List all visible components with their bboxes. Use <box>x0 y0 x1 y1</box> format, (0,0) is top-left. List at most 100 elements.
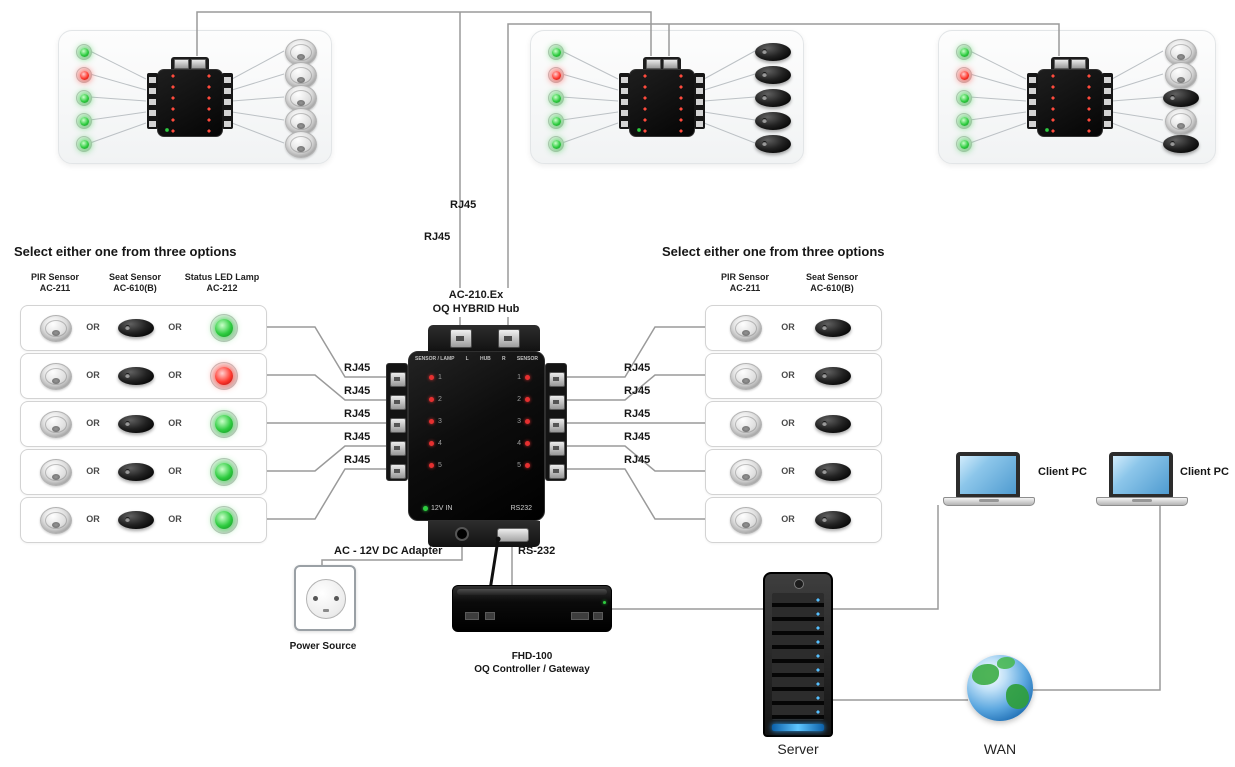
rj45-port-icon <box>174 59 189 69</box>
server-label: Server <box>777 741 819 757</box>
hub-cluster-panel-1 <box>58 30 332 164</box>
left-option-row-4: OR OR <box>20 449 267 495</box>
or-label: OR <box>781 418 795 428</box>
port-icon <box>465 612 479 620</box>
hub-rs232-port-label: RS232 <box>510 505 532 512</box>
client-pc-1-label: Client PC <box>1038 466 1087 478</box>
mini-hub-right-ports <box>222 73 233 129</box>
or-label: OR <box>168 370 182 380</box>
channel-led-icon <box>429 463 434 468</box>
rj45-port-icon <box>549 372 565 387</box>
port-icon <box>485 612 495 620</box>
rj45-port-icon <box>549 441 565 456</box>
mini-hub-left-ports <box>1027 73 1038 129</box>
rj45-label: RJ45 <box>624 362 651 374</box>
status-led <box>76 44 92 60</box>
column-header-pir: PIR Sensor AC-211 <box>30 272 79 294</box>
sensor-device <box>285 84 317 112</box>
channel-led-icon <box>525 397 530 402</box>
hub-cluster-panel-3 <box>938 30 1216 164</box>
column-header-seat: Seat Sensor AC-610(B) <box>805 272 859 294</box>
channel-led-icon <box>525 375 530 380</box>
or-label: OR <box>86 418 100 428</box>
laptop-base-icon <box>1096 497 1188 506</box>
channel-number: 4 <box>438 440 442 447</box>
mini-hub-device <box>619 57 705 137</box>
rj45-port-icon <box>191 59 206 69</box>
status-led <box>956 67 972 83</box>
hub-uplink-ports <box>428 325 540 351</box>
status-led <box>956 113 972 129</box>
right-option-row-3: OR <box>705 401 882 447</box>
or-label: OR <box>168 514 182 524</box>
column-header-led: Status LED Lamp AC-212 <box>184 272 260 294</box>
rj45-port-icon <box>1054 59 1069 69</box>
rj45-port-icon <box>390 464 406 479</box>
power-led-icon <box>603 601 606 604</box>
seat-sensor <box>815 511 851 529</box>
server-power-button <box>794 579 804 589</box>
rj45-label: RJ45 <box>344 362 371 374</box>
channel-number: 4 <box>517 440 521 447</box>
seat-sensor <box>118 367 154 385</box>
hub-bottom-connectors <box>428 521 540 547</box>
column-header-seat: Seat Sensor AC-610(B) <box>108 272 162 294</box>
hub-device: SENSOR / LAMP L HUB R SENSOR 1 2 3 4 5 1… <box>408 351 545 521</box>
left-option-row-5: OR OR <box>20 497 267 543</box>
channel-led-icon <box>525 441 530 446</box>
status-led <box>548 136 564 152</box>
power-led-icon <box>423 506 428 511</box>
rj45-label: RJ45 <box>344 454 371 466</box>
channel-number: 3 <box>438 418 442 425</box>
channel-number: 5 <box>517 462 521 469</box>
channel-number: 5 <box>438 462 442 469</box>
wan-label: WAN <box>983 741 1017 757</box>
rj45-port-icon <box>1071 59 1086 69</box>
hub-power-indicator: 12V IN <box>423 505 452 512</box>
port-icon <box>593 612 603 620</box>
seat-sensor <box>815 463 851 481</box>
hub-panel-label: R <box>502 356 506 362</box>
column-header-pir: PIR Sensor AC-211 <box>720 272 769 294</box>
pir-sensor <box>40 458 72 486</box>
mini-hub-left-ports <box>147 73 158 129</box>
pir-sensor <box>40 506 72 534</box>
laptop-screen-icon <box>956 452 1020 498</box>
rj45-label: RJ45 <box>624 385 651 397</box>
rj45-port-icon <box>450 329 472 348</box>
channel-number: 1 <box>517 374 521 381</box>
controller-label: FHD-100 OQ Controller / Gateway <box>474 651 590 675</box>
sensor-device <box>1165 107 1197 135</box>
sensor-device <box>1163 89 1199 107</box>
power-source-label: Power Source <box>289 641 357 652</box>
hub-panel-label: SENSOR <box>516 356 538 362</box>
or-label: OR <box>86 322 100 332</box>
pir-sensor <box>730 314 762 342</box>
controller-device <box>452 585 612 632</box>
pir-sensor <box>730 362 762 390</box>
outlet-icon <box>306 579 346 619</box>
right-option-row-1: OR <box>705 305 882 351</box>
rj45-port-icon <box>646 59 661 69</box>
laptop-screen-icon <box>1109 452 1173 498</box>
rj45-port-icon <box>390 372 406 387</box>
mini-hub-device <box>1027 57 1113 137</box>
sensor-device <box>755 112 791 130</box>
status-led-lamp <box>210 410 238 438</box>
laptop-base-icon <box>943 497 1035 506</box>
rj45-label: RJ45 <box>344 385 371 397</box>
or-label: OR <box>168 466 182 476</box>
seat-sensor <box>118 319 154 337</box>
seat-sensor <box>118 415 154 433</box>
rj45-port-icon <box>498 329 520 348</box>
wan-globe-icon <box>967 655 1033 721</box>
hub-left-port-strip <box>386 363 408 481</box>
rs232-connector-icon <box>497 528 529 542</box>
or-label: OR <box>781 370 795 380</box>
rs232-label: RS-232 <box>518 545 556 557</box>
or-label: OR <box>86 514 100 524</box>
hub-panel-label: L <box>465 356 469 362</box>
mini-hub-uplink-ports <box>171 57 209 70</box>
status-led <box>76 67 92 83</box>
